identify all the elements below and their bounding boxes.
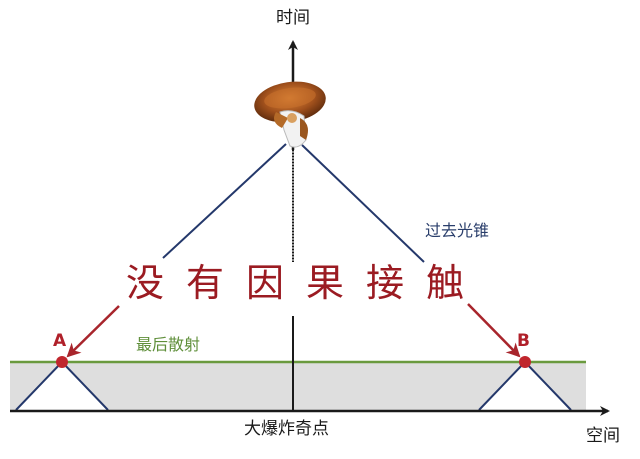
past-light-cone-left	[162, 143, 287, 259]
no-causal-contact-label: 没有因果接触	[126, 261, 487, 305]
point-a-label: A	[53, 331, 67, 351]
satellite-icon	[254, 81, 326, 148]
last-scattering-label: 最后散射	[136, 335, 201, 354]
cone-a-interior	[16, 362, 108, 410]
arrow-to-a	[66, 305, 120, 358]
point-a-marker	[56, 356, 68, 368]
time-axis-label: 时间	[276, 8, 310, 28]
past-light-cone-right	[301, 144, 425, 263]
big-bang-label: 大爆炸奇点	[244, 419, 329, 439]
cone-b-interior	[479, 362, 571, 410]
point-b-marker	[519, 356, 531, 368]
space-axis-label: 空间	[586, 426, 620, 446]
past-light-cone-label: 过去光锥	[425, 221, 490, 240]
arrow-to-b	[467, 303, 521, 358]
point-b-label: B	[517, 331, 530, 351]
